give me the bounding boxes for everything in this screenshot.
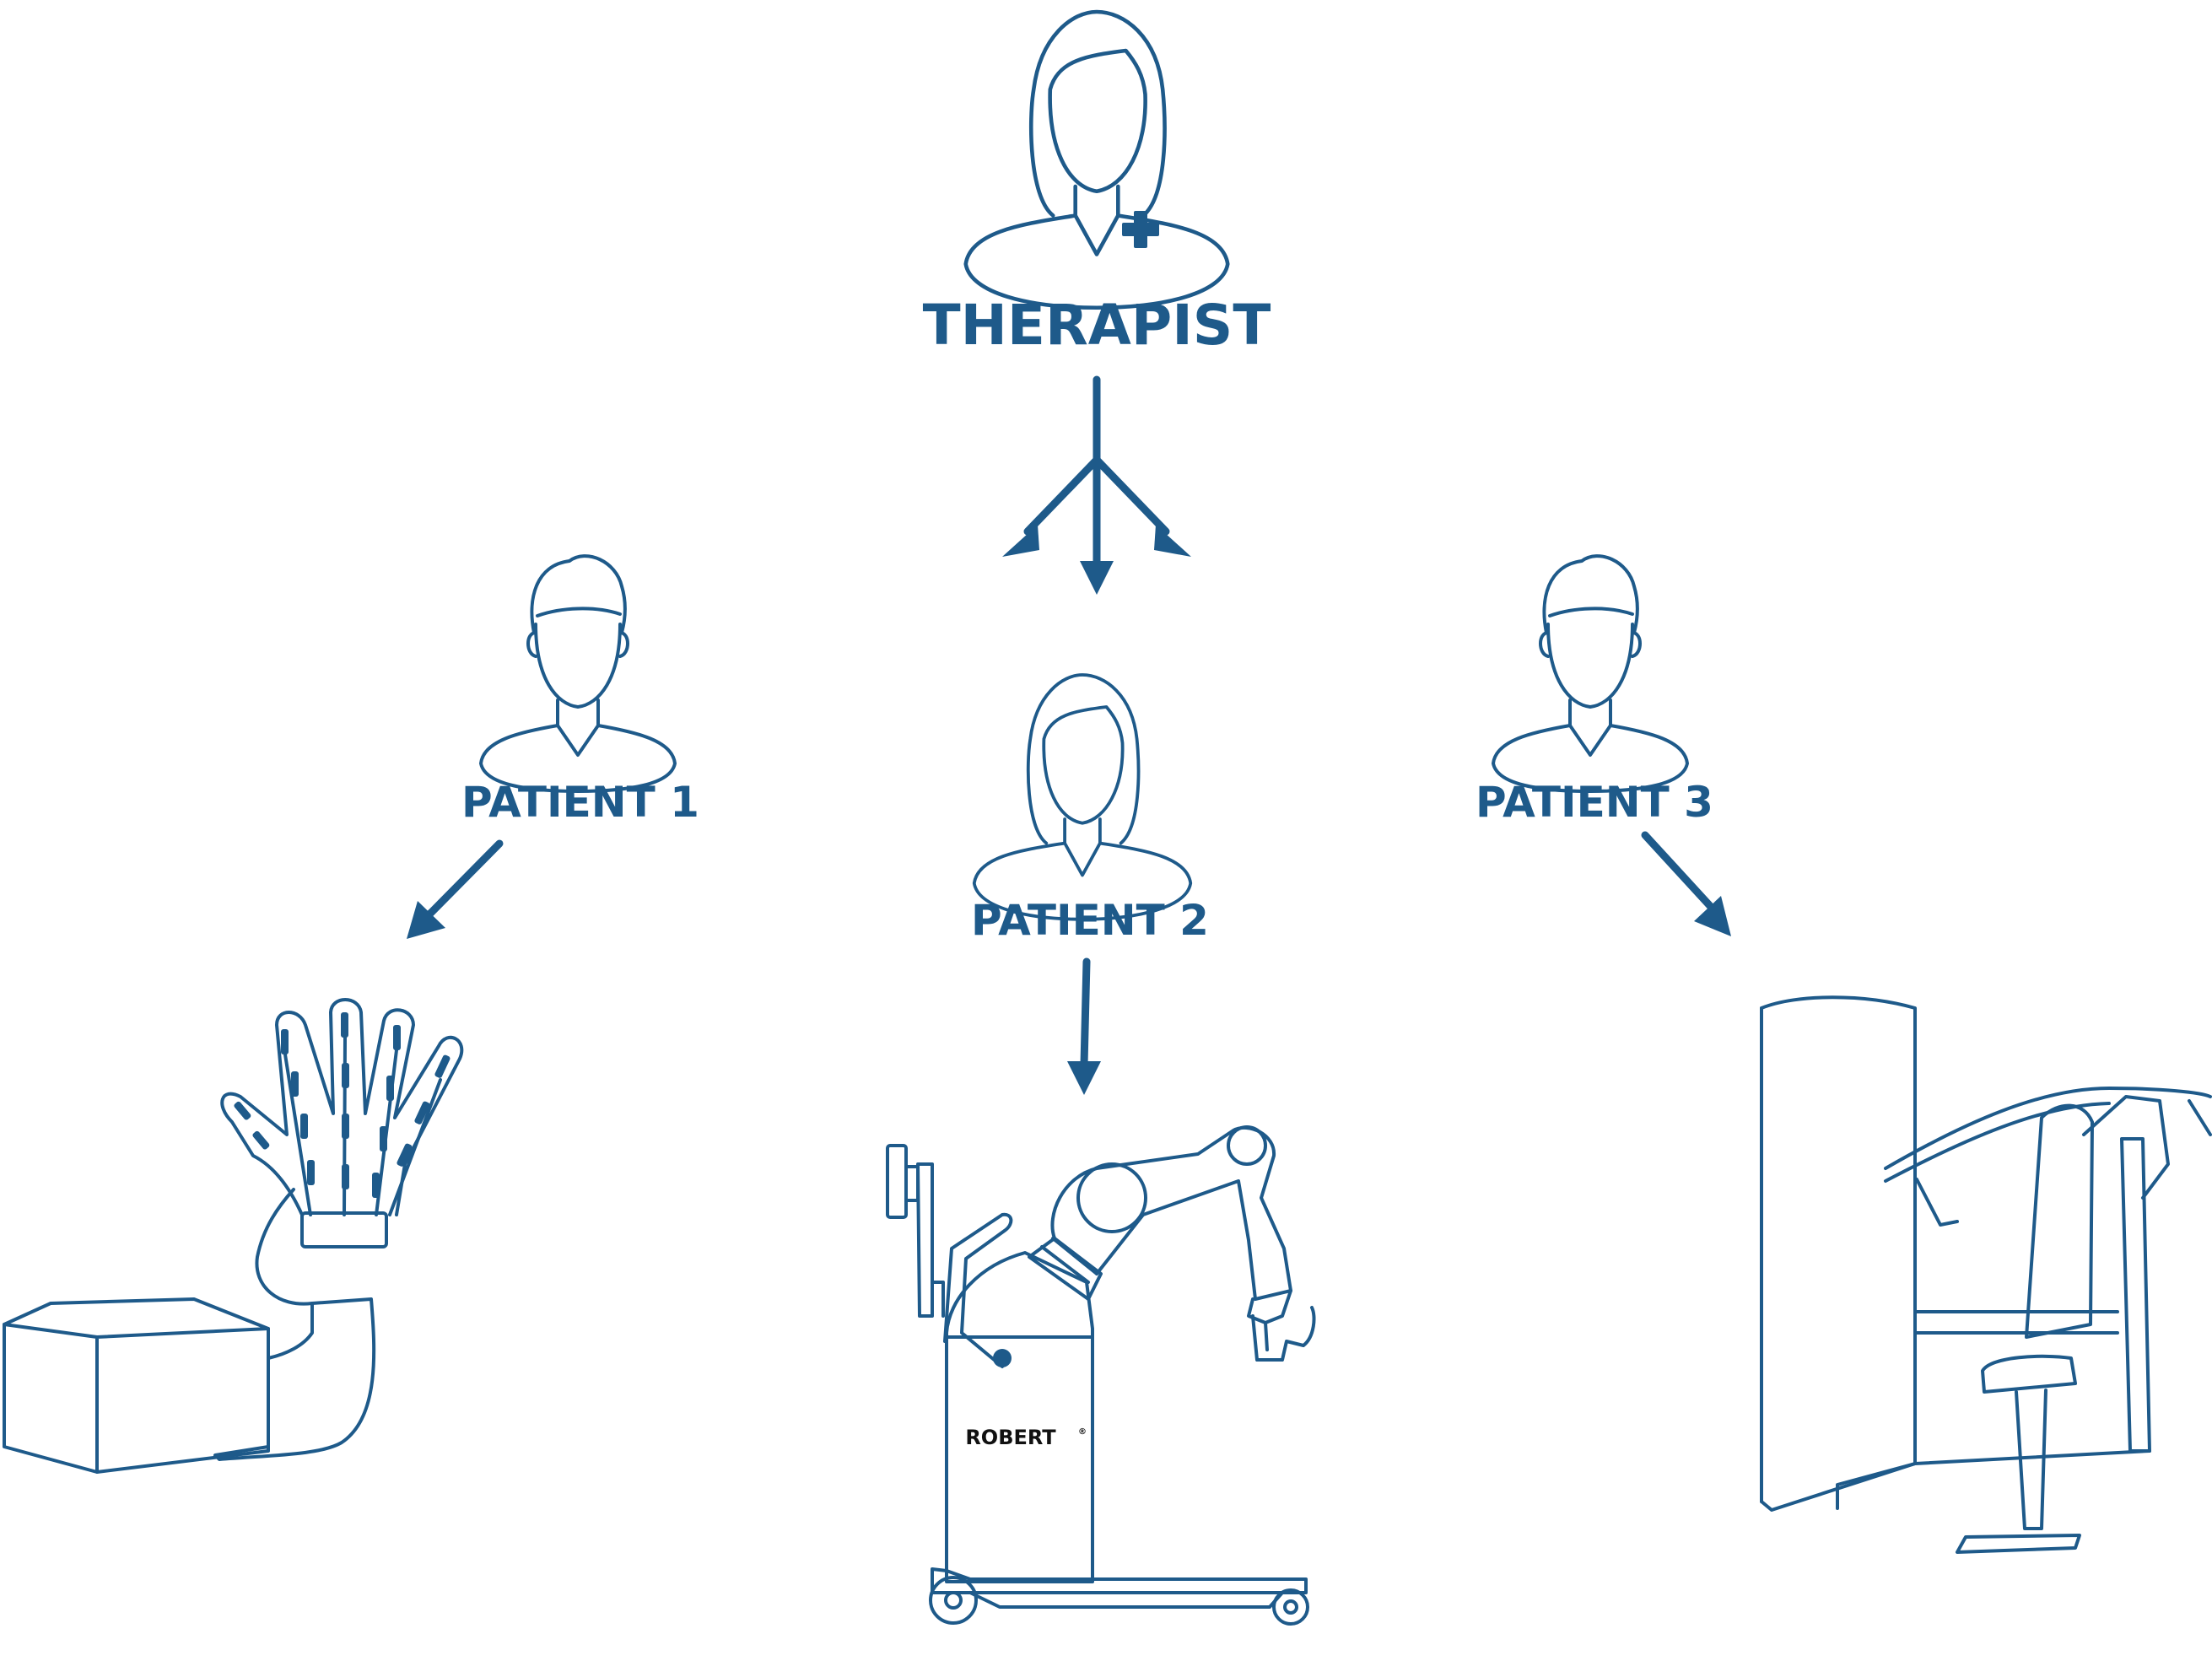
patient-3-label: PATIENT 3 bbox=[1476, 778, 1713, 827]
arrow-to-glove-icon bbox=[407, 839, 504, 939]
therapist-label: THERAPIST bbox=[923, 293, 1271, 358]
chest-press-machine-icon bbox=[1760, 995, 2212, 1554]
robot-brand-mark: ® bbox=[1078, 1427, 1087, 1437]
patient-2-avatar-icon bbox=[972, 673, 1193, 921]
patient-3-avatar-icon bbox=[1492, 554, 1689, 793]
medical-cross-icon bbox=[1122, 211, 1159, 248]
robot-brand-text: ROBERT bbox=[965, 1426, 1056, 1449]
therapist-avatar-icon bbox=[966, 12, 1228, 308]
arrow-to-machine-icon bbox=[1641, 831, 1731, 936]
branch-arrow-icon bbox=[1002, 375, 1191, 595]
patient-1-label: PATIENT 1 bbox=[461, 778, 699, 827]
arrow-to-robot-icon bbox=[1067, 957, 1101, 1095]
patient-1-avatar-icon bbox=[479, 554, 677, 793]
patient-2-label: PATIENT 2 bbox=[971, 896, 1209, 945]
hand-exoskeleton-glove-icon bbox=[3, 998, 464, 1474]
robert-rehab-robot-icon: ROBERT ® bbox=[886, 1125, 1316, 1626]
